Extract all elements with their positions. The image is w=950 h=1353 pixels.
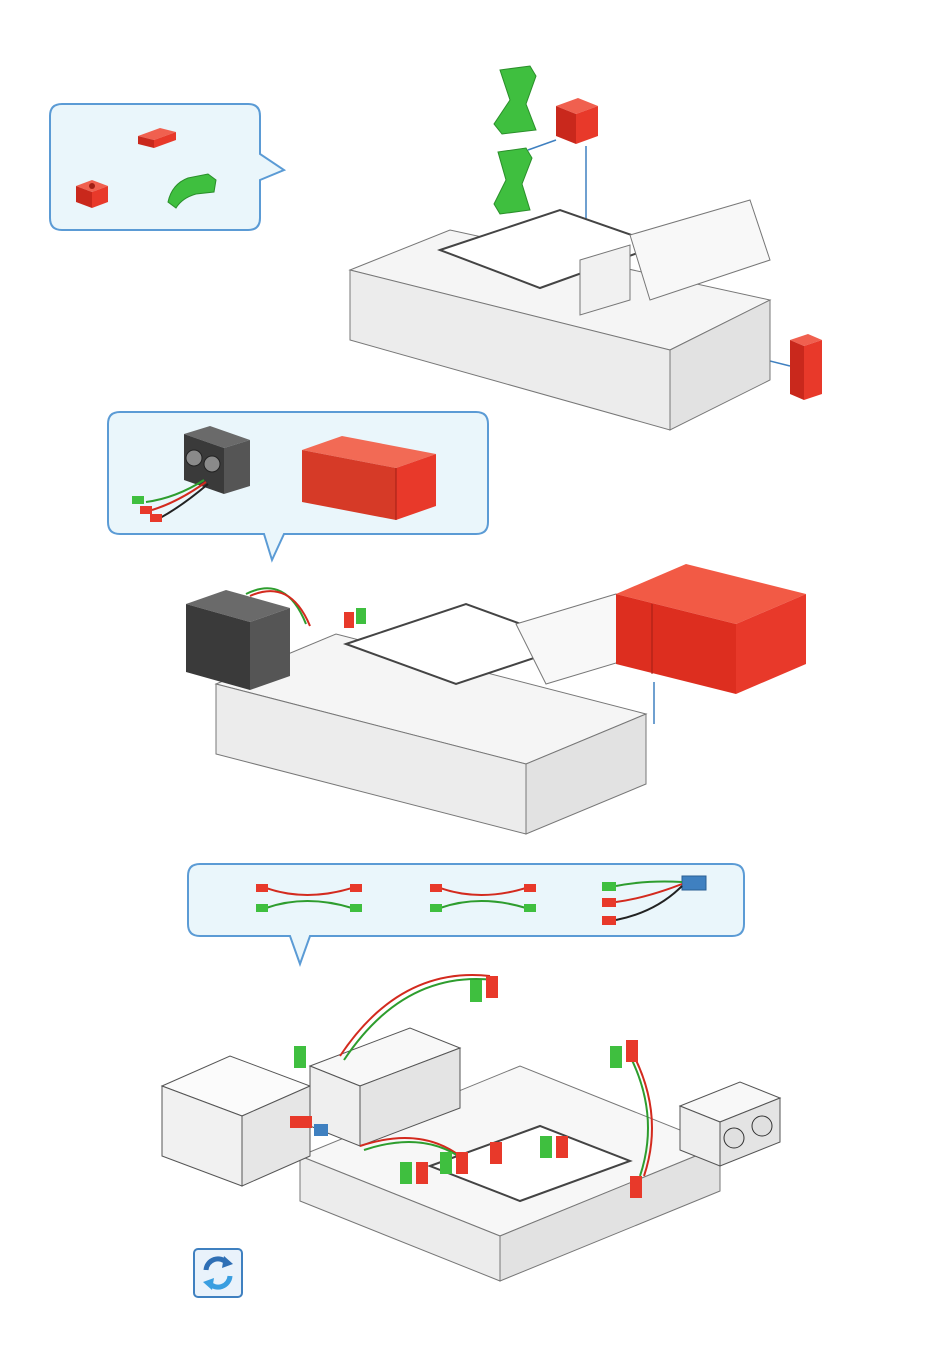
ultrasonic-sensor-part xyxy=(680,1082,780,1166)
cable-plug xyxy=(344,608,366,628)
step3-parts-callout xyxy=(186,862,748,968)
rotate-view-button[interactable] xyxy=(193,1248,243,1298)
step1-parts-callout xyxy=(48,102,288,234)
step2-parts-callout xyxy=(106,410,492,564)
battery-pack-part xyxy=(616,564,806,694)
step1-assembly-illustration xyxy=(330,60,850,440)
green-clip-part xyxy=(494,66,536,214)
step2-assembly-illustration xyxy=(176,564,816,844)
rotate-arrows-icon xyxy=(193,1248,243,1298)
red-building-block-part xyxy=(556,98,598,144)
base-frame xyxy=(350,200,770,430)
battery-pack-part xyxy=(162,1056,310,1186)
red-side-block-part xyxy=(790,334,822,400)
step3-assembly-illustration xyxy=(160,956,800,1286)
